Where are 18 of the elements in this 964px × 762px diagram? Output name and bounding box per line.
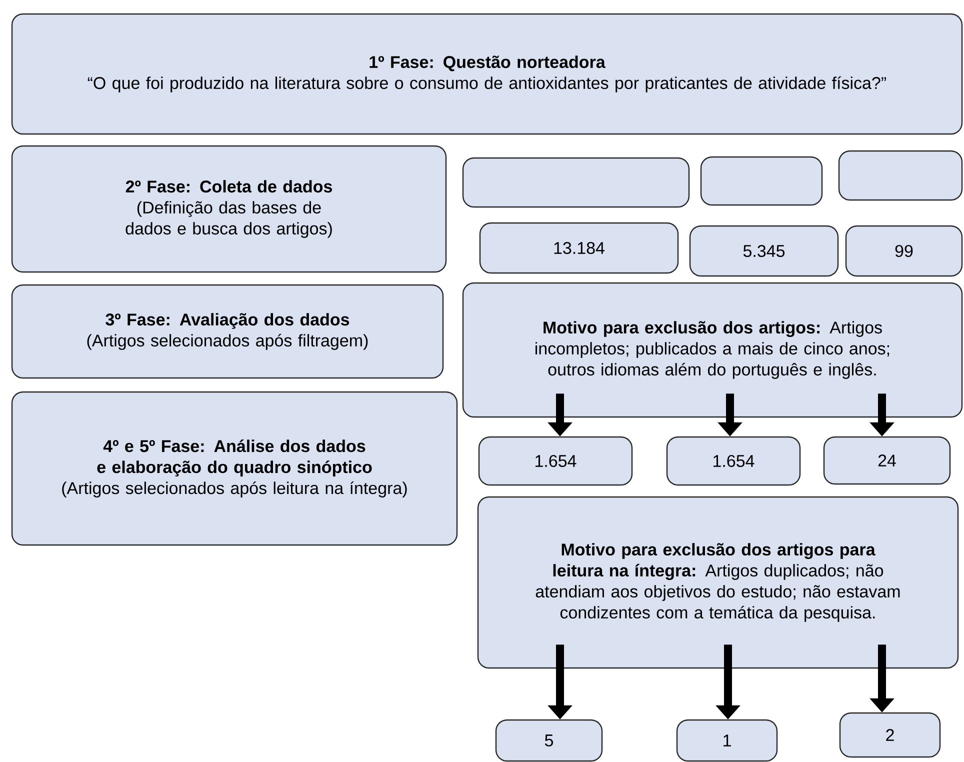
count-box: 1.654 — [666, 436, 801, 486]
database-box — [700, 156, 823, 206]
phase-box: 2º Fase: Coleta de dados (Definição das bases de dados e busca dos artigos) — [11, 145, 447, 273]
count-box: 1.654 — [478, 436, 633, 486]
database-box — [462, 157, 690, 208]
phase-box: 3º Fase: Avaliação dos dados (Artigos selecionados após filtragem) — [11, 284, 444, 379]
count-box: 5.345 — [689, 225, 839, 277]
exclusion-note-box: Motivo para exclusão dos artigos para leitura na íntegra: Artigos duplicados; não atendiam aos objetivos do estudo; não estavam condizentes com a temática da pesquisa. — [477, 496, 959, 669]
count-box: 24 — [823, 436, 951, 485]
count-box: 5 — [495, 719, 603, 762]
count-box: 99 — [845, 225, 963, 277]
exclusion-note-box: Motivo para exclusão dos artigos: Artigos incompletos; publicados a mais de cinco anos; outros idiomas além do português e inglês. — [462, 282, 963, 418]
count-box: 13.184 — [479, 222, 679, 274]
database-box — [838, 150, 963, 201]
count-box: 1 — [676, 719, 778, 762]
phase-box: 4º e 5º Fase: Análise dos dados e elaboração do quadro sinóptico (Artigos selecionados após leitura na íntegra) — [11, 391, 458, 546]
count-box: 2 — [839, 712, 941, 758]
phase-box: 1º Fase: Questão norteadora “O que foi produzido na literatura sobre o consumo de antioxidantes por praticantes de atividade física?” — [11, 13, 963, 135]
